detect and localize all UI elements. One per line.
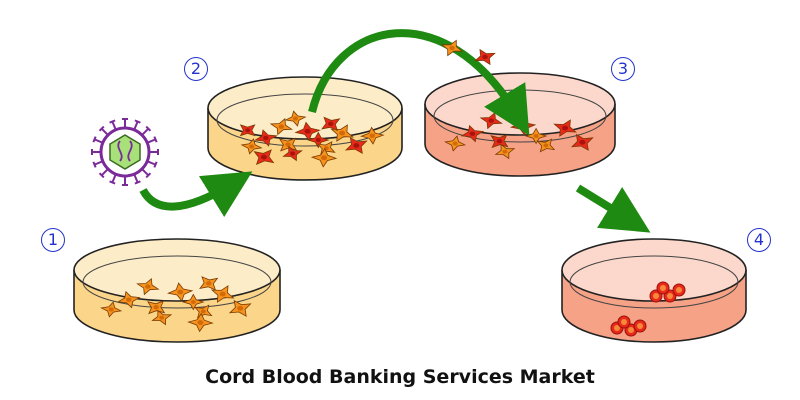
virus-spike-tip-icon bbox=[153, 136, 158, 143]
cell-nucleus-icon bbox=[496, 139, 503, 144]
virus-spike-tip-icon bbox=[92, 161, 97, 168]
cell-nucleus-icon bbox=[145, 284, 151, 289]
cell-nucleus-icon bbox=[177, 289, 184, 295]
arrow-icon bbox=[575, 184, 651, 233]
cell-nucleus-icon bbox=[153, 305, 159, 310]
cell-nucleus-icon bbox=[278, 124, 285, 129]
virus-spike-tip-icon bbox=[145, 125, 152, 132]
virus-spike-tip-icon bbox=[98, 125, 105, 132]
cell-nucleus-icon bbox=[263, 135, 269, 141]
cell-nucleus-icon bbox=[369, 133, 376, 138]
cell-nucleus-icon bbox=[579, 139, 586, 145]
cell-nucleus-icon bbox=[200, 309, 206, 314]
cell-nucleus-icon bbox=[502, 149, 508, 154]
cell-nucleus-icon bbox=[205, 281, 212, 286]
cell-nucleus-icon bbox=[285, 142, 291, 147]
cell-nucleus-icon bbox=[520, 123, 527, 129]
step-label-4: 4 bbox=[747, 228, 771, 252]
cell-nucleus-icon bbox=[543, 143, 549, 148]
stem-cell-nucleus-icon bbox=[628, 327, 634, 333]
cell-nucleus-icon bbox=[219, 291, 226, 297]
diagram-caption: Cord Blood Banking Services Market bbox=[205, 366, 595, 388]
cell-nucleus-icon bbox=[482, 54, 488, 60]
cell-nucleus-icon bbox=[290, 151, 296, 156]
virus-spike-tip-icon bbox=[109, 180, 116, 185]
stem-cell-nucleus-icon bbox=[614, 325, 620, 331]
stem-cell-nucleus-icon bbox=[653, 293, 659, 299]
step-label-1: 1 bbox=[41, 228, 65, 252]
arrow-icon bbox=[308, 29, 530, 136]
cell-nucleus-icon bbox=[159, 315, 165, 320]
cell-nucleus-icon bbox=[328, 121, 334, 127]
cell-nucleus-icon bbox=[488, 118, 495, 123]
virus-spike-tip-icon bbox=[134, 119, 141, 124]
cell-nucleus-icon bbox=[249, 144, 255, 149]
cell-nucleus-icon bbox=[562, 125, 569, 131]
virus-icon bbox=[91, 118, 159, 186]
cell-nucleus-icon bbox=[533, 134, 539, 138]
cell-nucleus-icon bbox=[469, 131, 476, 136]
cell-nucleus-icon bbox=[108, 307, 114, 312]
virus-spike-tip-icon bbox=[145, 172, 152, 179]
cell-nucleus-icon bbox=[304, 128, 311, 134]
virus-spike-tip-icon bbox=[109, 119, 116, 124]
cell-nucleus-icon bbox=[245, 128, 251, 133]
cell-nucleus-icon bbox=[126, 297, 132, 302]
cell-nucleus-icon bbox=[237, 305, 244, 311]
cell-nucleus-icon bbox=[315, 138, 321, 142]
cell-nucleus-icon bbox=[452, 141, 458, 146]
cell-nucleus-icon bbox=[339, 130, 346, 136]
petri-dish-3 bbox=[424, 72, 616, 177]
cell-nucleus-icon bbox=[449, 45, 455, 51]
cell-nucleus-icon bbox=[260, 154, 267, 160]
step-label-2: 2 bbox=[184, 57, 208, 81]
step-label-3: 3 bbox=[611, 57, 635, 81]
cell-nucleus-icon bbox=[321, 155, 328, 161]
arrow-icon bbox=[139, 171, 253, 218]
cell-nucleus-icon bbox=[197, 320, 204, 325]
stem-cell-nucleus-icon bbox=[676, 287, 682, 293]
virus-spike-icon bbox=[111, 121, 117, 131]
virus-spike-tip-icon bbox=[134, 180, 141, 185]
cell-nucleus-icon bbox=[293, 116, 299, 121]
cell-nucleus-icon bbox=[353, 143, 360, 148]
stem-cell-nucleus-icon bbox=[637, 323, 643, 329]
virus-spike-icon bbox=[111, 173, 117, 183]
stem-cell-nucleus-icon bbox=[621, 319, 627, 325]
stem-cell-nucleus-icon bbox=[667, 293, 673, 299]
stem-cell-nucleus-icon bbox=[660, 285, 666, 291]
petri-dish-1 bbox=[73, 238, 281, 343]
cell-nucleus-icon bbox=[190, 300, 196, 304]
petri-dish-2 bbox=[207, 76, 403, 181]
petri-dish-4 bbox=[561, 238, 747, 343]
virus-spike-tip-icon bbox=[98, 172, 105, 179]
virus-spike-tip-icon bbox=[92, 136, 97, 143]
virus-spike-tip-icon bbox=[153, 161, 158, 168]
